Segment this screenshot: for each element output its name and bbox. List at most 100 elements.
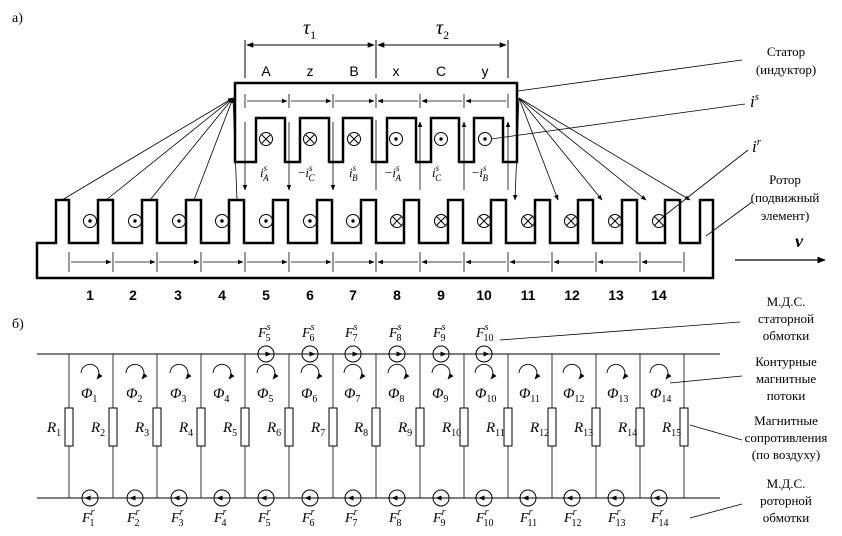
tau2-label: τ2 [436,17,449,42]
flux-loop: Φ4 [212,363,235,405]
part-b-label: б) [12,317,24,332]
tooth-number: 3 [174,287,182,303]
flux-loop: Φ12 [562,363,585,405]
tooth-number: 6 [306,287,314,303]
rotor-current-cross [564,214,578,228]
rotor-current-cross [390,214,404,228]
stator-current-cross [259,132,273,146]
flux-label: Φ7 [344,386,360,405]
reluctance-label: R8 [353,420,368,439]
tau1-label: τ1 [303,17,316,42]
reluctance-branch: R13 [573,354,601,498]
flux-label: Φ1 [81,386,97,405]
leakage-flux-arrow [518,97,603,201]
phase-label: C [436,63,446,79]
leakage-flux-arrow [518,97,559,201]
flux-loop: Φ13 [606,363,629,405]
leakage-flux-arrow [193,97,234,201]
flux-label: Φ4 [213,386,229,405]
flux-label: Φ8 [388,386,404,405]
reluctance-branch: R6 [266,354,294,498]
flux-label: Φ2 [126,386,142,405]
flux-label: Φ14 [650,386,671,405]
leakage-flux-arrow [518,97,647,201]
flux-loop: Φ7 [343,363,366,405]
rotor-current-dot [346,214,360,228]
reluctance-label: R5 [222,420,237,439]
reluctance-branch: R3 [134,354,162,498]
leakage-flux-arrow [61,97,234,201]
leakage-flux-arrow [512,97,520,201]
tooth-number: 9 [437,287,445,303]
reluctance-label: R3 [134,420,149,439]
phase-label: z [307,63,314,79]
stator-current-dot [389,132,403,146]
reluctance-branch: R2 [90,354,118,498]
tooth-number: 12 [564,287,580,303]
reluctance-label: R9 [397,420,412,439]
part-a-label: а) [12,11,23,26]
flux-loop: Φ3 [169,363,192,405]
tooth-number: 11 [521,287,536,303]
stator-current-cross [347,132,361,146]
rotor-core [35,198,715,280]
stator-current-cross [303,132,317,146]
reluctance-branch: R1 [46,354,74,498]
tooth-number: 2 [129,287,137,303]
reluctance-label: R2 [90,420,105,439]
flux-label: Φ6 [301,386,317,405]
flux-loop: Φ2 [125,363,148,405]
reluctance-branch: R15 [661,354,689,498]
leakage-flux-arrow [230,97,238,201]
reluctance-branch: R10 [441,354,469,498]
leakage-flux-arrow [518,97,691,201]
stator-current-dot [478,132,492,146]
reluctance-label: R10 [441,420,461,439]
stator-current-symbol: is [750,91,759,111]
tooth-number: 4 [218,287,226,303]
reluctance-branch: R9 [397,354,425,498]
stator-current-dot [434,132,448,146]
pole-pitch-dimension: τ1 τ2 [244,17,509,78]
flux-loop: Φ6 [300,363,323,405]
flux-loop: Φ10 [474,363,497,405]
flux-label: Φ12 [563,386,584,405]
flux-loop: Φ14 [649,363,672,405]
reluctance-label: R6 [266,420,281,439]
rotor-current-symbol: ir [752,136,762,156]
tooth-number: 8 [393,287,401,303]
